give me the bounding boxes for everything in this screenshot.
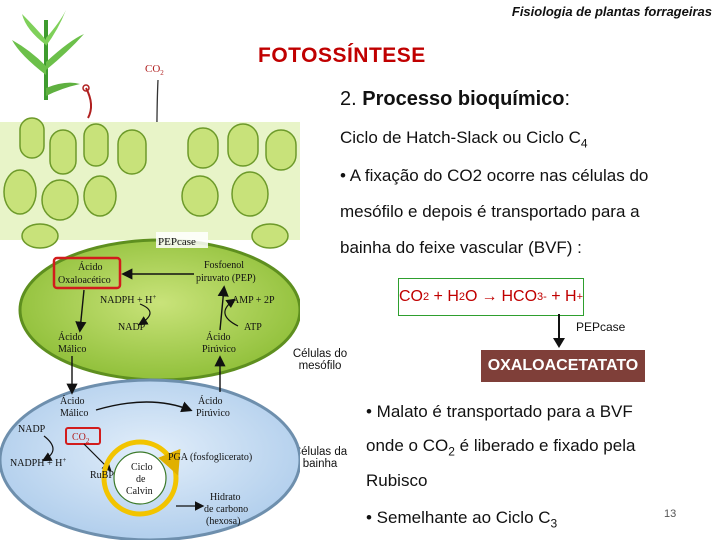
acido-malico-b2: Málico bbox=[60, 408, 88, 419]
eq-plus1: + H bbox=[429, 288, 459, 305]
hidrato-3: (hexosa) bbox=[206, 516, 240, 527]
product-box: OXALOACETATATO bbox=[481, 350, 645, 382]
subtitle-number: 2. bbox=[340, 88, 357, 110]
acido-oxaloacetico-1: Ácido bbox=[78, 261, 102, 273]
down-arrow-icon bbox=[553, 314, 565, 348]
eq-arrow-icon: → bbox=[481, 288, 498, 305]
leaf-tissue bbox=[0, 117, 300, 249]
pyruvate-to-pep-arrow bbox=[217, 285, 229, 331]
eq-hco3-sup: - bbox=[543, 291, 547, 303]
eq-co2-sub: 2 bbox=[422, 291, 430, 303]
acido-piruvico-2: Pirúvico bbox=[202, 344, 236, 355]
eq-h2o-sub: 2 bbox=[458, 291, 465, 303]
bullet3-sub: 3 bbox=[550, 516, 558, 531]
acido-oxaloacetico-2: Oxaloacético bbox=[58, 275, 111, 286]
c4-diagram: CO2 PEPcase Ácido Oxaloacético Fosfoenol… bbox=[0, 10, 300, 540]
eq-h2o-o: O bbox=[465, 288, 478, 305]
bullet2-line2-sub: 2 bbox=[448, 444, 455, 459]
calvin-arrow-icon bbox=[158, 448, 181, 476]
co2-top-label: CO2 bbox=[145, 63, 164, 77]
pepcase-label: PEPcase bbox=[158, 236, 196, 248]
nadp-bottom: NADP bbox=[18, 424, 46, 435]
label-celulas-bainha-2: bainha bbox=[302, 458, 338, 470]
course-header: Fisiologia de plantas forrageiras bbox=[511, 4, 712, 19]
nadp-reduce-arrow bbox=[41, 435, 54, 462]
bullet1-line1: • A fixação do CO2 ocorre nas células do bbox=[340, 166, 649, 185]
nadph-h-top: NADPH + H+ bbox=[100, 293, 156, 306]
slide-subtitle: 2. Processo bioquímico: bbox=[340, 88, 570, 111]
co2-highlight-box bbox=[65, 427, 101, 445]
calvin-cycle-core bbox=[113, 451, 167, 505]
slide-title: FOTOSSÍNTESE bbox=[258, 44, 426, 67]
label-celulas-mesofilo: Células do mesófilo bbox=[282, 348, 358, 372]
ciclo-2: de bbox=[136, 474, 146, 485]
bullet2-line2-b: é liberado e fixado pela bbox=[454, 436, 636, 455]
curved-arrow-icon bbox=[85, 87, 92, 119]
amp-label: AMP + 2P bbox=[232, 295, 275, 306]
calvin-cycle-ring bbox=[101, 439, 179, 517]
subtitle-text: Processo bioquímico bbox=[362, 88, 565, 110]
eq-h-sup: + bbox=[576, 291, 584, 303]
bullet2-line3: Rubisco bbox=[366, 471, 428, 490]
atp-label: ATP bbox=[244, 322, 262, 333]
acido-malico-b1: Ácido bbox=[60, 395, 84, 407]
acido-malico-2: Málico bbox=[58, 344, 86, 355]
eq-co2: CO bbox=[398, 288, 423, 305]
co2-bottom: CO2 bbox=[72, 432, 90, 445]
nadph-h-bottom: NADPH + H+ bbox=[10, 456, 66, 469]
hidrato-2: de carbono bbox=[204, 504, 248, 515]
nadph-arrow bbox=[137, 303, 151, 326]
acido-piruvico-b2: Pirúvico bbox=[196, 408, 230, 419]
mesophyll-cell bbox=[18, 238, 300, 382]
bullet2-line1: • Malato é transportado para a BVF bbox=[366, 402, 633, 421]
subtitle-colon: : bbox=[564, 88, 571, 110]
acido-piruvico-b1: Ácido bbox=[198, 395, 222, 407]
bullet2-line2: onde o CO2 é liberado e fixado pela bbox=[366, 436, 635, 458]
label-celulas-mesofilo-1: Células do bbox=[292, 348, 348, 360]
fosfoenol-2: piruvato (PEP) bbox=[196, 273, 256, 284]
label-celulas-bainha-1: Células da bbox=[292, 446, 348, 458]
pga-label: PGA (fosfoglicerato) bbox=[168, 452, 252, 463]
eq-plus2: + H bbox=[546, 288, 577, 305]
bullet2-line2-a: onde o CO bbox=[366, 436, 449, 455]
atp-arrow bbox=[224, 298, 239, 327]
cycle-prefix: Ciclo de Hatch-Slack ou Ciclo C bbox=[340, 128, 581, 147]
nadp-top: NADP bbox=[118, 322, 146, 333]
hidrato-1: Hidrato bbox=[210, 492, 241, 503]
bullet1-line2: mesófilo e depois é transportado para a bbox=[340, 202, 640, 221]
ciclo-1: Ciclo bbox=[131, 462, 153, 473]
bullet3-a: • Semelhante ao Ciclo C bbox=[366, 508, 551, 527]
malate-to-pyruvate-arrow bbox=[95, 401, 193, 413]
eq-hco3: HCO bbox=[501, 288, 538, 305]
enzyme-label: PEPcase bbox=[576, 320, 626, 334]
acido-malico-1: Ácido bbox=[58, 331, 82, 343]
fosfoenol-1: Fosfoenol bbox=[204, 260, 244, 271]
oaa-to-malate-arrow bbox=[75, 289, 87, 333]
bullet1-line3: bainha do feixe vascular (BVF) : bbox=[340, 238, 582, 257]
eq-hco3-sub: 3 bbox=[537, 291, 544, 303]
ciclo-3: Calvin bbox=[126, 486, 153, 497]
rubp-label: RuBP bbox=[90, 470, 114, 481]
acido-piruvico-1: Ácido bbox=[206, 331, 230, 343]
label-celulas-mesofilo-2: mesófilo bbox=[298, 360, 342, 372]
cycle-sub: 4 bbox=[580, 136, 588, 151]
plant-icon bbox=[12, 10, 84, 100]
oxaloacetic-highlight-box bbox=[52, 256, 122, 290]
label-celulas-bainha: Células da bainha bbox=[282, 446, 358, 470]
bullet3: • Semelhante ao Ciclo C3 bbox=[366, 508, 557, 530]
cycle-name: Ciclo de Hatch-Slack ou Ciclo C4 bbox=[340, 128, 588, 150]
page-number: 13 bbox=[664, 508, 677, 520]
